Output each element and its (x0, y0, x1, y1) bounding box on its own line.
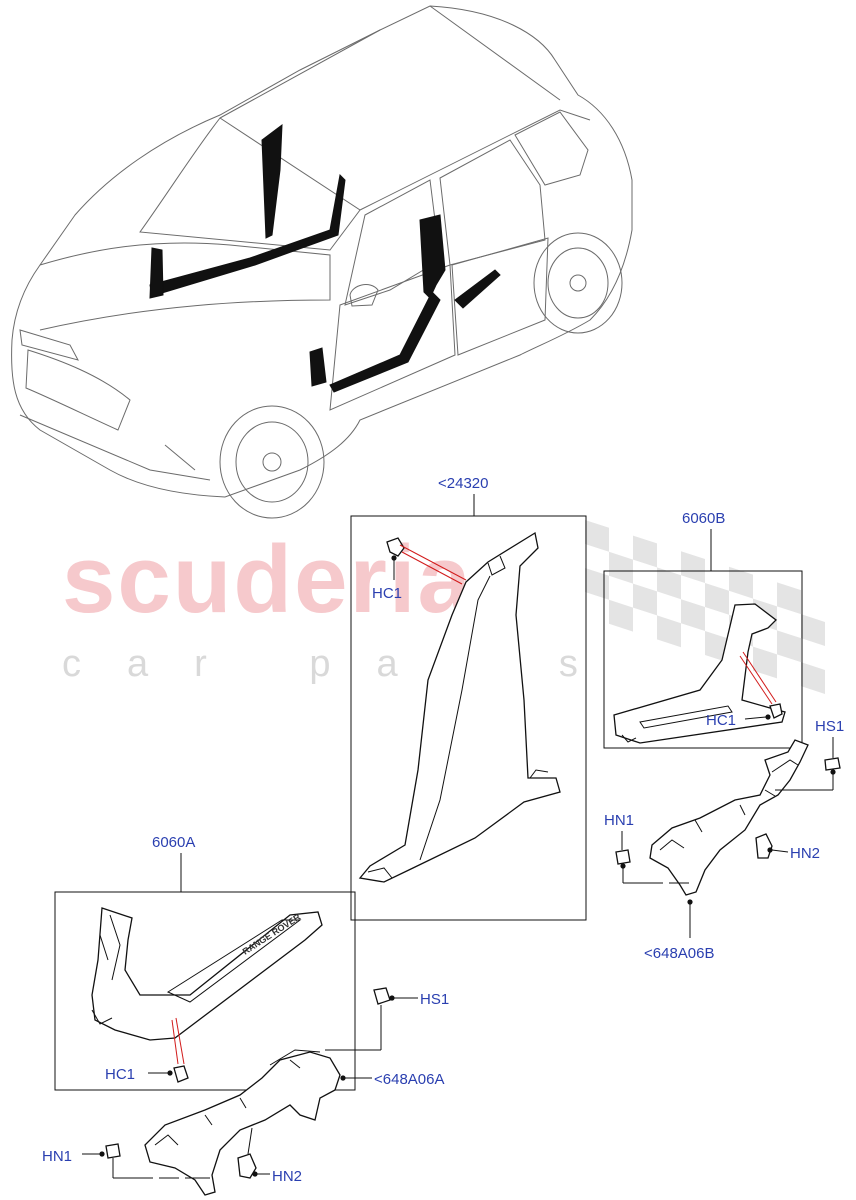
label-hs1-lh: HS1 (420, 991, 449, 1008)
vehicle-overview (11, 5, 633, 519)
lh-hc1-locator-line-a (171, 1019, 179, 1065)
hn1-nut-lh: HN1 (42, 1143, 210, 1179)
lh-tread-embossing-strip (166, 919, 302, 1003)
front-kick-panel (309, 347, 327, 387)
label-hn1-lh: HN1 (42, 1148, 72, 1165)
rh-tread-box (603, 570, 803, 749)
lh-bracket-top-flange (269, 1049, 321, 1066)
far-side-kick-panel (149, 247, 164, 299)
watermark-brand: scuderia (62, 526, 473, 633)
front-wheel (219, 405, 325, 519)
hc1-clip-lh-tread: HC1 (105, 1065, 189, 1083)
front-grille (25, 349, 131, 431)
rear-sill-trim (454, 269, 501, 309)
lh-tread-foot-clip (91, 1009, 113, 1025)
b-pillar-crease (419, 575, 491, 861)
hc1-clip-rh-tread: HC1 (706, 703, 783, 729)
front-side-window (344, 179, 441, 306)
hn1-nut-rh: HN1 (604, 812, 690, 884)
callout-lh-tread: 6060A (152, 834, 195, 851)
hood-outline (39, 242, 331, 331)
rh-hc1-locator-line-a (739, 655, 773, 705)
callout-lh-bracket: <648A06A (374, 1071, 444, 1088)
hs1-screw-lh: HS1 (325, 987, 449, 1051)
rh-tread-plate-panel (613, 603, 786, 744)
hc1-clip-b-pillar: HC1 (372, 537, 405, 602)
hn2-clip-rh: HN2 (755, 833, 820, 862)
front-sill-trim (329, 291, 441, 393)
callout-b-pillar: <24320 (438, 475, 488, 492)
lh-hc1-locator-line-b (175, 1017, 185, 1065)
hs1-screw-rh: HS1 (775, 718, 844, 791)
rh-bracket-group: HS1 HN1 HN2 <648A06B (604, 718, 844, 962)
b-pillar-box (350, 515, 587, 921)
hc1-locator-line-a (399, 544, 467, 581)
door-mirror (349, 284, 379, 307)
label-hc1-lh-tread: HC1 (105, 1066, 135, 1083)
windshield-outline (139, 117, 361, 251)
label-hn2-lh: HN2 (272, 1168, 302, 1185)
far-side-sill-trim (149, 173, 346, 297)
hn2-clip-lh: HN2 (237, 1127, 302, 1185)
rh-hc1-locator-line-b (742, 651, 777, 703)
b-pillar-trim-panel (358, 531, 561, 883)
front-door (329, 264, 456, 411)
label-hc1-rh-tread: HC1 (706, 712, 736, 729)
hc1-locator-line-b (401, 551, 463, 585)
lh-bracket-details (154, 1059, 301, 1146)
lh-sill-bracket (144, 1051, 341, 1196)
b-pillar-foot-tab (367, 867, 393, 879)
lh-bracket-group: HS1 HN1 HN2 <648A06A (42, 987, 449, 1196)
lh-tread-box (54, 891, 356, 1091)
rh-bracket-details (659, 789, 776, 851)
callout-rh-bracket: <648A06B (644, 945, 714, 962)
rh-tread-embossing-strip (639, 705, 733, 729)
callout-rh-tread: 6060B (682, 510, 725, 527)
quarter-window (514, 111, 589, 186)
lh-tread-plate-panel (91, 907, 323, 1041)
rear-side-window (439, 139, 546, 266)
rh-tread-foot-clip (621, 734, 637, 743)
rh-bracket-callout-dot (687, 899, 693, 905)
rh-sill-bracket (649, 739, 809, 896)
lower-bumper (19, 414, 211, 481)
roof-line (219, 5, 591, 211)
b-pillar-mid-tab (529, 769, 549, 779)
b-pillar-group: <24320 HC1 (350, 475, 587, 921)
rear-wheel (533, 232, 623, 334)
far-side-a-pillar-trim (261, 123, 283, 239)
watermark-tagline: car parts (62, 643, 624, 685)
label-hn2-rh: HN2 (790, 845, 820, 862)
b-pillar-top-clip (487, 555, 506, 576)
rh-tread-plate-group: 6060B HC1 (603, 510, 803, 749)
headlamp (19, 329, 79, 361)
label-hn1-rh: HN1 (604, 812, 634, 829)
label-hc1-b-pillar: HC1 (372, 585, 402, 602)
rear-door (451, 237, 549, 356)
lh-bracket-callout-dot (340, 1075, 346, 1081)
lh-tread-upright-ribs (99, 914, 121, 981)
b-pillar-trim (419, 214, 446, 299)
label-hs1-rh: HS1 (815, 718, 844, 735)
highlighted-trim (149, 123, 501, 393)
rh-bracket-top-flange (771, 759, 799, 773)
car-body-outline (11, 5, 633, 498)
